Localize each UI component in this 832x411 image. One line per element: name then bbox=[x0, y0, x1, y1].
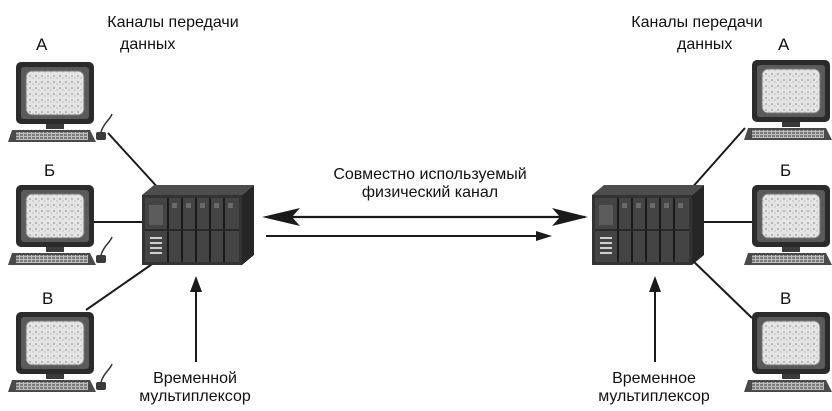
left-mux-pointer-head bbox=[190, 276, 202, 292]
right-mux-label: Временное мультиплексор bbox=[574, 370, 734, 406]
right-link-a bbox=[689, 127, 746, 191]
left-mux-label-line1: Временной bbox=[153, 370, 237, 387]
left-terminal-b-label: Б bbox=[44, 161, 56, 180]
right-mux-pointer-head bbox=[649, 276, 661, 292]
right-channels-label-line2: данных bbox=[677, 36, 733, 53]
right-terminal-c-label: В bbox=[780, 289, 792, 308]
channel-arrowhead-left bbox=[262, 208, 300, 226]
left-terminal-b bbox=[7, 184, 113, 266]
right-terminal-a bbox=[743, 59, 832, 141]
right-terminal-b-label: Б bbox=[780, 161, 792, 180]
left-link-a bbox=[107, 132, 161, 191]
left-mux-label-line2: мультиплексор bbox=[139, 388, 251, 405]
right-terminal-c bbox=[743, 311, 832, 393]
right-link-c bbox=[689, 257, 753, 319]
left-channels-label-line1: Каналы передачи bbox=[107, 14, 239, 31]
left-multiplexer bbox=[141, 184, 255, 266]
left-mux-label: Временной мультиплексор bbox=[120, 370, 270, 406]
left-terminal-a-label: А bbox=[36, 35, 48, 54]
right-terminal-b bbox=[743, 184, 832, 266]
shared-channel-line2: физический канал bbox=[361, 184, 499, 201]
left-link-c bbox=[85, 261, 156, 311]
shared-channel-label: Совместно используемый физический канал bbox=[300, 166, 560, 202]
channel-arrowhead-lower bbox=[536, 231, 552, 241]
shared-channel-line1: Совместно используемый bbox=[333, 166, 527, 183]
left-terminal-c bbox=[7, 311, 113, 393]
right-mux-label-line1: Временное bbox=[612, 370, 696, 387]
right-terminal-a-label: А bbox=[778, 35, 790, 54]
left-channels-label-line2: данных bbox=[120, 36, 176, 53]
right-multiplexer bbox=[591, 184, 705, 266]
channel-arrowhead-right bbox=[552, 208, 588, 226]
right-channels-label: Каналы передачи bbox=[612, 14, 782, 32]
right-channels-label-line1: Каналы передачи bbox=[631, 14, 763, 31]
left-channels-label: Каналы передачи bbox=[88, 14, 258, 32]
left-terminal-a bbox=[7, 61, 113, 143]
right-mux-label-line2: мультиплексор bbox=[598, 388, 710, 405]
left-terminal-c-label: В bbox=[42, 289, 54, 308]
